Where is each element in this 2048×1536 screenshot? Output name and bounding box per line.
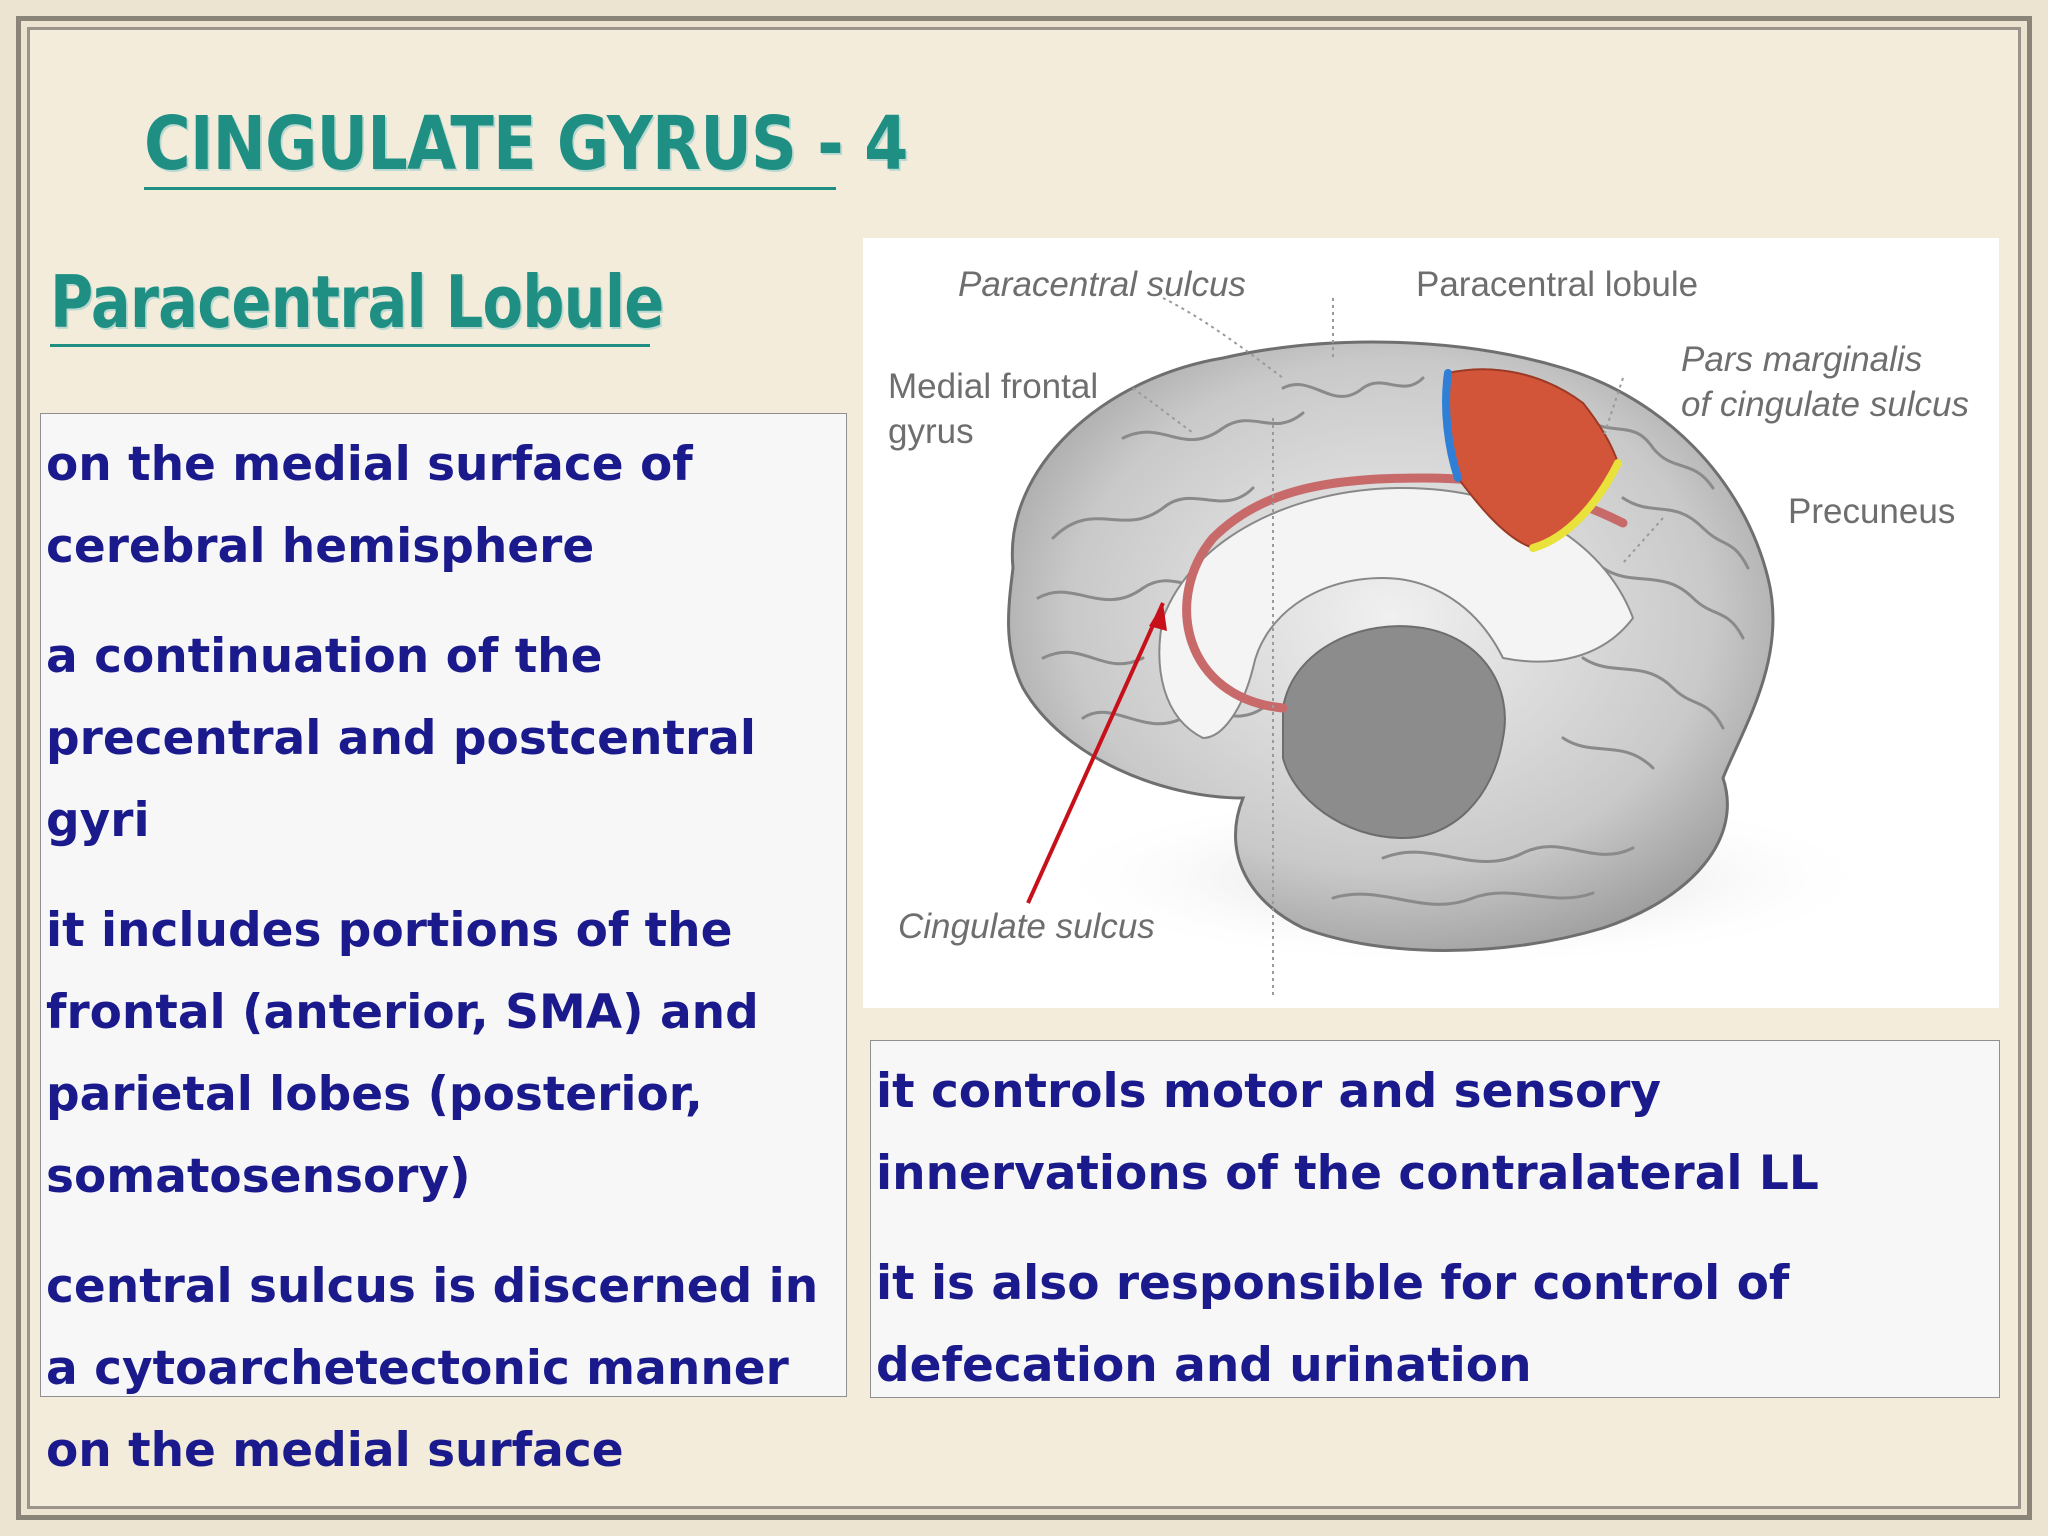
right-point-2: it is also responsible for control of de… (876, 1256, 1790, 1393)
title-underline (144, 187, 836, 190)
left-text-box: on the medial surface of cerebral hemisp… (40, 413, 847, 1478)
label-medial-frontal-line1: Medial frontal (888, 367, 1098, 406)
cingulate-sulcus-arrowhead (1149, 603, 1167, 631)
right-point-1: it controls motor and sensory innervatio… (876, 1064, 1819, 1201)
slide-outer-frame (16, 16, 2032, 1520)
label-precuneus: Precuneus (1788, 492, 1955, 531)
right-text-box: it controls motor and sensory innervatio… (870, 1040, 2000, 1398)
left-point-2: a continuation of the precentral and pos… (46, 629, 756, 848)
label-cingulate-sulcus: Cingulate sulcus (898, 907, 1155, 946)
label-pars-marginalis-line1: Pars marginalis (1681, 340, 1922, 379)
label-pars-marginalis-line2: of cingulate sulcus (1681, 385, 1969, 424)
slide-title: CINGULATE GYRUS - 4 (144, 101, 908, 187)
label-medial-frontal-line2: gyrus (888, 412, 974, 451)
cingulate-sulcus-arrow (1026, 602, 1165, 904)
paracentral-sulcus-line (1442, 369, 1462, 482)
left-point-1: on the medial surface of cerebral hemisp… (46, 437, 693, 574)
brain-medial-surface-figure: Paracentral sulcus Paracentral lobule Me… (863, 238, 1999, 1008)
corpus-callosum-region (1158, 486, 1635, 740)
label-leaders (1132, 297, 1664, 564)
brain-illustration: Paracentral sulcus Paracentral lobule Me… (888, 265, 1969, 998)
slide-subtitle: Paracentral Lobule (50, 260, 664, 344)
pars-marginalis-line (1529, 459, 1622, 552)
left-point-4: central sulcus is discerned in a cytoarc… (46, 1259, 819, 1478)
left-point-3: it includes portions of the frontal (ant… (46, 903, 759, 1204)
subtitle-underline (50, 344, 650, 347)
label-paracentral-sulcus: Paracentral sulcus (958, 265, 1246, 304)
label-paracentral-lobule: Paracentral lobule (1416, 265, 1698, 304)
thalamus-region (1282, 625, 1506, 840)
